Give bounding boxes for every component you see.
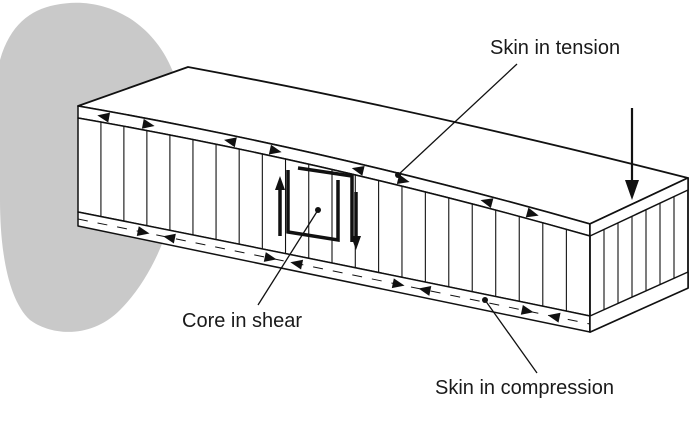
end-cell-lines	[603, 196, 675, 310]
skin-arrow	[480, 198, 494, 208]
skin-arrow	[163, 233, 176, 244]
label-core-in-shear: Core in shear	[182, 310, 303, 332]
load-arrow	[625, 108, 639, 200]
skin-arrow	[520, 304, 534, 315]
skin-arrow	[351, 165, 365, 176]
skin-arrow	[290, 259, 304, 270]
skin-arrow	[136, 226, 150, 237]
skin-arrow	[525, 207, 539, 218]
skin-arrow	[391, 278, 405, 289]
skin-arrow	[268, 144, 282, 155]
skin-arrow	[141, 118, 155, 129]
skin-force-arrows	[77, 112, 591, 325]
compression-leader	[484, 299, 538, 374]
tension-leader	[397, 63, 518, 176]
label-skin-in-tension: Skin in tension	[490, 37, 621, 59]
core-cell-lines	[100, 122, 567, 312]
skin-arrow	[263, 252, 277, 262]
shear-element	[275, 166, 361, 250]
end-bottom-skin	[589, 271, 689, 333]
label-skin-in-compression: Skin in compression	[435, 377, 614, 399]
skin-arrow	[418, 286, 432, 296]
skin-arrow	[224, 137, 237, 148]
shear-leader	[257, 209, 319, 306]
end-top-skin	[589, 177, 689, 237]
skin-arrow	[547, 312, 561, 323]
skin-arrow	[97, 112, 111, 123]
